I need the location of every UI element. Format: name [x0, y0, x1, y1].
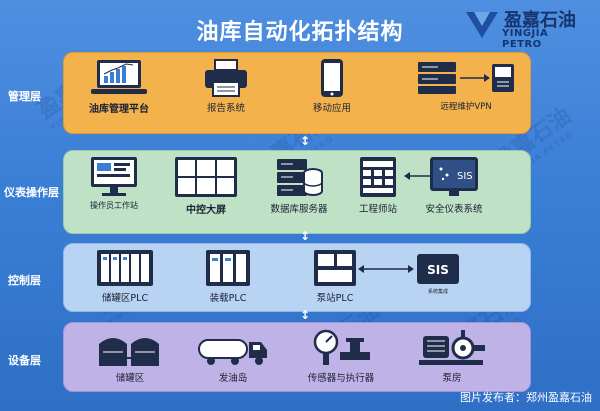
mobile-phone-icon — [321, 59, 343, 97]
node-sis-label: 安全仪表系统 — [425, 204, 483, 215]
node-pump-house-label: 泵房 — [442, 373, 462, 384]
plc-rack-icon — [97, 250, 153, 286]
node-report-label: 报告系统 — [206, 103, 245, 114]
image-credit: 图片发布者：郑州盈嘉石油 — [460, 391, 592, 404]
sis-screen-text: SIS — [457, 171, 473, 182]
node-platform-label: 油库管理平台 — [89, 104, 149, 115]
node-sis-box-caption: 系统集成 — [427, 289, 448, 295]
node-platform[interactable]: 油库管理平台 — [76, 58, 162, 115]
laptop-chart-icon — [91, 60, 147, 94]
database-server-icon — [277, 159, 323, 196]
layer-label-device: 设备层 — [8, 354, 41, 367]
engineer-station-icon — [360, 157, 396, 197]
layer-label-control: 控制层 — [8, 274, 41, 287]
node-mobile-label: 移动应用 — [312, 103, 351, 114]
pump-sis-link — [358, 263, 414, 275]
sis-box-text: SIS — [427, 263, 449, 277]
device-layer-panel — [63, 322, 531, 392]
node-pump-house[interactable]: 泵房 — [412, 328, 492, 384]
printer-icon — [205, 59, 247, 97]
pump-icon — [419, 330, 485, 365]
plc-module-icon — [206, 250, 250, 286]
gauge-valve-icon — [313, 329, 370, 365]
node-pump-plc[interactable]: 泵站PLC — [300, 248, 370, 304]
connector-2-3: ↕ — [300, 229, 311, 243]
node-engineer[interactable]: 工程师站 — [348, 155, 408, 215]
node-vpn[interactable]: 远程维护VPN — [410, 58, 522, 112]
brand-logo-icon — [466, 12, 498, 38]
node-bigscreen-label: 中控大屏 — [186, 205, 226, 216]
sis-box-icon: SIS — [417, 254, 459, 284]
node-tank-area-label: 储罐区 — [115, 373, 145, 384]
video-wall-icon — [175, 157, 237, 197]
node-loading-plc[interactable]: 装载PLC — [190, 248, 266, 304]
layer-label-management: 管理层 — [8, 90, 41, 103]
brand-logo-block: 盈嘉石油 YINGJIA PETRO — [462, 6, 590, 50]
plc-controller-icon — [314, 250, 356, 286]
node-vpn-label: 远程维护VPN — [440, 102, 492, 112]
node-database[interactable]: 数据库服务器 — [258, 155, 340, 215]
node-sensors-label: 传感器与执行器 — [307, 373, 375, 384]
double-arrow-icon — [358, 265, 414, 273]
node-sis[interactable]: SIS 安全仪表系统 — [416, 155, 492, 215]
node-engineer-label: 工程师站 — [358, 204, 397, 215]
page-title: 油库自动化拓扑结构 — [196, 20, 404, 45]
sis-monitor-icon: SIS — [430, 157, 478, 196]
node-tank-area[interactable]: 储罐区 — [92, 330, 168, 384]
node-sis-box[interactable]: SIS 系统集成 — [414, 252, 462, 295]
layer-label-instrument: 仪表操作层 — [4, 186, 59, 199]
node-operator-label: 操作员工作站 — [90, 201, 138, 210]
node-loading-plc-label: 装载PLC — [209, 293, 247, 304]
monitor-icon — [91, 157, 137, 196]
tanker-truck-icon — [198, 339, 267, 365]
node-mobile[interactable]: 移动应用 — [292, 58, 372, 114]
node-loading-island-label: 发油岛 — [218, 373, 248, 384]
node-sensors[interactable]: 传感器与执行器 — [296, 328, 386, 384]
node-tank-plc[interactable]: 储罐区PLC — [82, 248, 168, 304]
node-report[interactable]: 报告系统 — [186, 58, 266, 114]
node-database-label: 数据库服务器 — [270, 204, 328, 215]
vpn-server-icon — [418, 62, 514, 94]
connector-1-2: ↕ — [300, 134, 311, 148]
node-loading-island[interactable]: 发油岛 — [192, 330, 274, 384]
brand-name-cn: 盈嘉石油 — [504, 10, 576, 31]
node-operator[interactable]: 操作员工作站 — [78, 155, 150, 211]
brand-name-en: YINGJIA PETRO — [502, 28, 549, 50]
node-tank-plc-label: 储罐区PLC — [101, 293, 149, 304]
node-pump-plc-label: 泵站PLC — [316, 293, 354, 304]
node-bigscreen[interactable]: 中控大屏 — [165, 155, 247, 216]
connector-3-4: ↕ — [300, 308, 311, 322]
storage-tank-icon — [99, 338, 159, 366]
